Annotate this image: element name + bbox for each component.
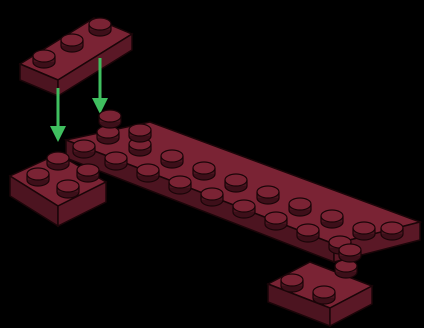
stud [381,222,403,240]
stud [57,180,79,198]
stud [313,286,335,304]
stud [77,164,99,182]
stud [193,162,215,180]
arrow-left [50,88,66,142]
stud [97,126,119,144]
stud [33,50,55,68]
stud [233,200,255,218]
stud [105,152,127,170]
stud [201,188,223,206]
stud [257,186,279,204]
stud [137,164,159,182]
stud [281,274,303,292]
stud [169,176,191,194]
stud [161,150,183,168]
stud [73,140,95,158]
stud [89,18,111,36]
stud [99,110,121,128]
stud [289,198,311,216]
stud [27,168,49,186]
long-plate [66,122,420,262]
stud [339,244,361,262]
stud [353,222,375,240]
stud [321,210,343,228]
stud [335,260,357,278]
stud [297,224,319,242]
stud [265,212,287,230]
stud [61,34,83,52]
stud [47,152,69,170]
stud [225,174,247,192]
stud [129,124,151,142]
